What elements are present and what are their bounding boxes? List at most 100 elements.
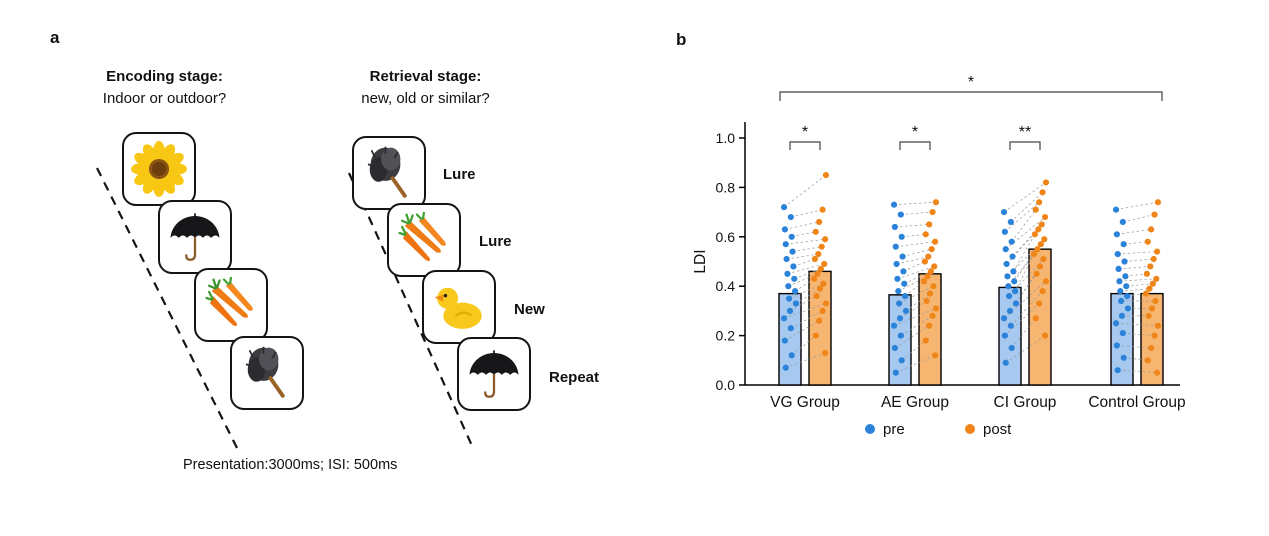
post-point	[1151, 332, 1158, 339]
pre-point	[1006, 292, 1013, 300]
pre-point	[789, 248, 796, 255]
pre-point	[892, 369, 899, 376]
pre-point	[1114, 367, 1121, 374]
bars-layer	[778, 248, 1164, 386]
post-point	[1144, 357, 1151, 364]
pair-line	[1123, 357, 1148, 361]
panel-b-label: b	[676, 30, 687, 49]
pair-line	[894, 325, 930, 349]
post-point	[922, 231, 929, 238]
significance-bracket	[1009, 141, 1041, 150]
pair-line	[898, 285, 934, 304]
encoding-stage-subtitle: Indoor or outdoor?	[102, 89, 227, 107]
pre-point	[1005, 283, 1012, 290]
retrieval-stage-title: Retrieval stage:	[369, 68, 482, 85]
pre-point	[783, 255, 790, 263]
pre-point	[898, 357, 905, 364]
umbrella-icon	[469, 350, 519, 398]
pre-point	[1008, 238, 1015, 245]
pre-point	[1120, 354, 1127, 361]
legend-post-dot	[965, 424, 975, 434]
pair-line	[1007, 239, 1045, 277]
umbrella-icon	[170, 213, 220, 261]
pre-point	[1004, 273, 1011, 280]
pre-point	[790, 263, 797, 270]
pre-point	[890, 322, 898, 329]
stimulus-card-sunflower	[122, 132, 196, 206]
pre-point	[781, 226, 788, 233]
post-point	[1036, 263, 1044, 270]
pair-line	[791, 231, 816, 238]
post-point	[927, 268, 934, 275]
pair-line	[1122, 214, 1155, 223]
post-point	[1042, 179, 1050, 186]
pre-point	[787, 325, 794, 332]
pre-point	[1112, 320, 1120, 327]
pre-point	[1124, 305, 1132, 312]
pre-point	[1003, 260, 1010, 268]
post-point	[1144, 238, 1151, 245]
pre-point	[892, 243, 899, 250]
pre-point	[786, 307, 794, 314]
pair-line	[902, 248, 932, 257]
post-point	[1152, 297, 1159, 305]
pair-line	[1116, 322, 1158, 327]
post-point	[930, 283, 937, 290]
pair-line	[784, 221, 820, 230]
post-point	[818, 243, 825, 250]
post-point	[1036, 199, 1043, 206]
stimulus-card-umbrella	[158, 200, 232, 274]
pre-point	[1123, 283, 1130, 290]
post-point	[929, 312, 936, 319]
post-point	[819, 206, 826, 213]
significance-bracket	[899, 141, 931, 150]
pre-point	[1118, 297, 1125, 305]
legend-pre-dot	[865, 424, 875, 434]
pre-point	[1112, 206, 1120, 213]
post-point	[820, 280, 827, 287]
significance-bracket	[789, 141, 821, 150]
pre-point	[1122, 273, 1129, 280]
pre-point	[1001, 332, 1008, 339]
post-point	[1032, 206, 1039, 213]
pair-line	[1010, 192, 1043, 223]
post-point	[822, 171, 830, 179]
pair-line	[783, 303, 827, 319]
significance-star: *	[912, 124, 918, 141]
pre-point	[780, 315, 788, 322]
post-point	[1042, 213, 1049, 221]
pair-line	[894, 201, 936, 206]
pre-point	[1011, 278, 1018, 285]
pre-point	[899, 253, 906, 260]
y-tick-label: 0.6	[716, 229, 736, 245]
pair-line	[895, 241, 936, 248]
bar-pre-1	[888, 294, 912, 386]
post-point	[1034, 246, 1041, 253]
post-point	[1030, 250, 1038, 258]
post-point	[1153, 275, 1160, 282]
pair-line	[1011, 318, 1037, 349]
post-point	[1148, 344, 1155, 352]
post-point	[928, 246, 935, 253]
pre-point	[896, 315, 904, 322]
pair-line	[1117, 251, 1158, 255]
pre-point	[1116, 278, 1123, 285]
pre-point	[1002, 246, 1009, 253]
pre-point	[890, 201, 898, 208]
pair-line	[1124, 258, 1154, 262]
retrieval-item-label: Lure	[479, 233, 512, 250]
post-point	[1031, 231, 1038, 238]
retrieval-item-label: Repeat	[549, 369, 600, 386]
post-point	[821, 260, 828, 268]
post-point	[1042, 278, 1050, 285]
retrieval-item-label: New	[514, 301, 545, 318]
pre-point	[1001, 228, 1008, 235]
pre-point	[898, 233, 905, 240]
post-point	[920, 278, 928, 285]
panel-a-label: a	[50, 28, 60, 47]
post-point	[1154, 322, 1162, 329]
pair-line	[1122, 332, 1155, 336]
pair-line	[900, 211, 933, 215]
pair-line	[1125, 273, 1147, 277]
pair-line	[1116, 345, 1152, 349]
